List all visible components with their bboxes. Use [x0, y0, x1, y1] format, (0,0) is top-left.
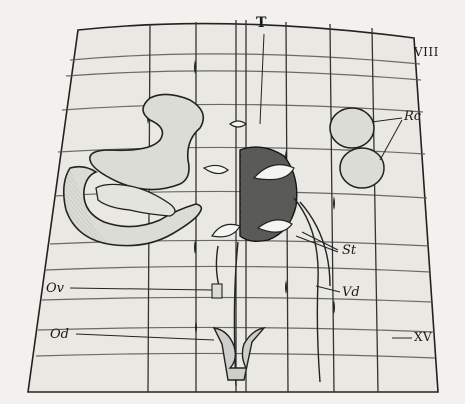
ovary: [212, 284, 222, 298]
label-Ov: Ov: [46, 282, 64, 295]
label-T: T: [256, 16, 266, 30]
receptaculum-upper: [330, 108, 374, 148]
label-St: St: [342, 244, 356, 257]
label-XV: XV: [414, 331, 432, 343]
label-Rc: Rc: [404, 110, 421, 123]
label-VIII: VIII: [414, 46, 439, 58]
label-Od: Od: [50, 328, 69, 341]
label-Vd: Vd: [342, 286, 360, 299]
receptaculum-lower: [340, 148, 384, 188]
